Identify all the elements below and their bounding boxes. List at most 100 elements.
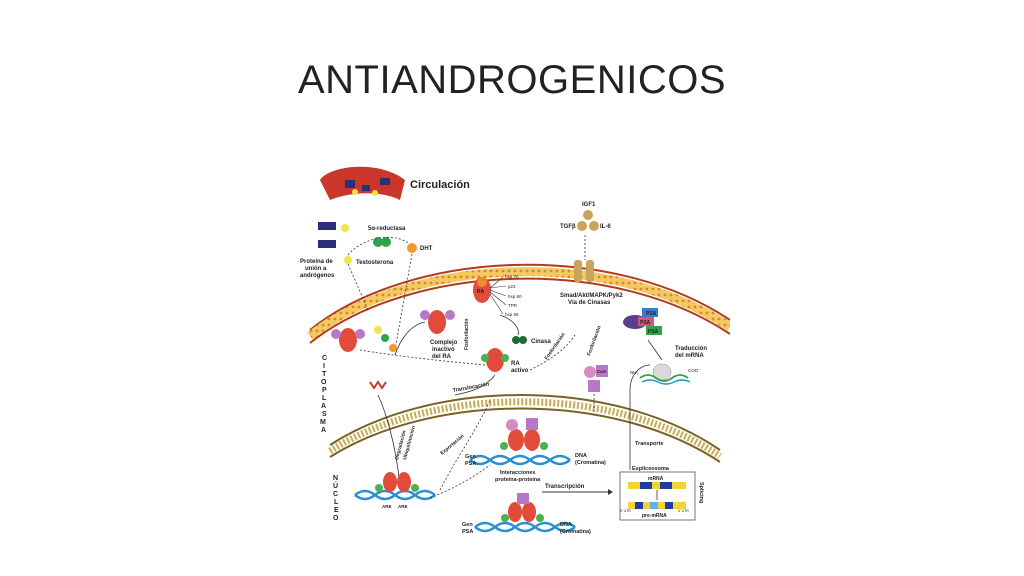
degraded-ar-icon	[369, 380, 387, 390]
svg-text:T: T	[322, 371, 327, 378]
hsp-label-4: TPR	[508, 303, 518, 308]
membrane-receptor-icon	[574, 260, 594, 282]
gen-psa-2-line-1: Gen	[462, 522, 473, 528]
nucleo-label: N Ú C L E O	[333, 475, 339, 522]
espliceosoma-label: Espliceosoma	[632, 466, 670, 472]
complejo-line-1: Complejo	[430, 340, 458, 346]
testosterona-label: Testosterona	[356, 260, 394, 266]
dna-upper-icon	[469, 454, 571, 466]
dna-left-icon	[354, 472, 436, 501]
svg-text:C: C	[333, 491, 338, 498]
svg-text:A: A	[321, 403, 326, 410]
ra-activo-line-1: RA	[511, 361, 520, 367]
psa-label-2: PSA	[640, 320, 651, 326]
dna-2-line-1: DNA	[560, 522, 572, 528]
complejo-inactivo-icon	[420, 310, 455, 334]
ra-activo-line-2: activo	[511, 368, 529, 374]
transcripcion-label: Transcripción	[545, 484, 585, 490]
hsp-label-1: hsp 70	[505, 274, 519, 279]
exportacion-label: Exportación	[439, 433, 465, 456]
proteina-union-line-1: Proteína de	[300, 259, 333, 265]
utr5-label: 5' UTR	[620, 509, 631, 513]
traduccion-line-2: del mRNA	[675, 353, 704, 359]
psa-label-1: PSA	[646, 311, 657, 317]
dht-molecule-icon	[407, 243, 417, 253]
svg-text:A: A	[321, 427, 326, 434]
cell-membrane	[307, 263, 730, 344]
hsp-label-3: hsp 90	[508, 294, 522, 299]
il6-label: IL-6	[600, 224, 611, 230]
gen-psa-1-line-2: PSA	[465, 461, 476, 467]
citoplasma-label: C I T O P L A S M A	[320, 355, 327, 434]
translocacion-label: Translocación	[452, 382, 490, 394]
hsp-label-5: hsp 56	[505, 312, 519, 317]
cinasa-icon	[512, 336, 527, 344]
psa-label-3: PSA	[648, 329, 659, 335]
ra-activo-icon	[481, 348, 509, 372]
mrna-label: mRNA	[648, 476, 664, 482]
svg-text:S: S	[322, 411, 327, 418]
via-cinasas-label: Vía de Cinasas	[568, 300, 611, 306]
gen-psa-1-line-1: Gen	[465, 454, 476, 460]
svg-text:O: O	[321, 379, 327, 386]
svg-text:Ú: Ú	[333, 481, 338, 490]
traduccion-line-1: Traducción	[675, 346, 707, 352]
transporte-label: Transporte	[635, 441, 663, 447]
tgf-label: TGFβ	[560, 224, 576, 230]
fosforilacion-label-2: Fosforilación	[544, 332, 567, 361]
green-ligand-icons	[374, 326, 397, 352]
dna-2-line-2: (Cromatina)	[560, 529, 591, 535]
proteina-union-line-2: unión a	[305, 266, 327, 272]
hsp-label-2: p23	[508, 284, 516, 289]
are-label-2: ARE	[398, 504, 408, 509]
dna-1-line-1: DNA	[575, 453, 587, 459]
cooh-label: COO⁻	[688, 368, 701, 373]
svg-text:M: M	[320, 419, 326, 426]
svg-text:C: C	[322, 355, 327, 362]
circulacion-label: Circulación	[410, 179, 470, 191]
secreted-psa-icon	[623, 308, 662, 335]
nuclear-envelope	[328, 394, 722, 463]
svg-text:I: I	[323, 363, 325, 370]
ar-left-complex-icon	[331, 328, 365, 352]
interacciones-line-1: Interacciones	[500, 470, 535, 476]
reductasa-label: 5α-reductasa	[368, 226, 406, 232]
svg-text:N: N	[333, 475, 338, 482]
testosterone-molecule-icon	[344, 256, 352, 264]
svg-text:L: L	[322, 395, 327, 402]
svg-text:L: L	[334, 499, 339, 506]
proteina-union-line-3: andrógenos	[300, 273, 335, 279]
growth-factors-icon	[577, 210, 599, 231]
svg-text:O: O	[333, 515, 339, 522]
blood-vessel	[320, 166, 405, 200]
splicing-box	[619, 471, 696, 521]
ra-label-top: RA	[477, 289, 485, 295]
coactivator-icon	[584, 365, 608, 392]
splicing-label: Splicing	[698, 482, 704, 503]
cinasa-label: Cinasa	[531, 339, 551, 345]
igf1-label: IGF1	[582, 202, 596, 208]
smad-label: Smad/Akt/MAPK/Pyk2	[560, 293, 623, 299]
interacciones-line-2: proteína-proteína	[495, 477, 541, 483]
fosforilacion-label-3: Fosforilación	[586, 325, 602, 357]
dht-label: DHT	[420, 246, 433, 252]
dna-1-line-2: (Cromatina)	[575, 460, 606, 466]
nh2-label: NH₂	[630, 370, 638, 375]
ribosome-icon	[639, 363, 691, 385]
complejo-line-2: inactivo	[432, 347, 455, 353]
androgen-receptor-pathway-diagram: Circulación Proteína de unión a andrógen…	[300, 166, 730, 535]
ar-hsp-complex-icon	[473, 277, 491, 303]
coa-label-1: CoA	[597, 369, 607, 374]
slide-title: ANTIANDROGENICOS	[297, 58, 727, 102]
gen-psa-2-line-2: PSA	[462, 529, 473, 535]
are-label-1: ARE	[382, 504, 392, 509]
ar-dimer-upper-icon	[500, 418, 548, 451]
fosforilacion-label-1: Fosforilación	[464, 319, 470, 350]
pre-mrna-label: pre-mRNA	[642, 513, 667, 519]
reductasa-enzyme-icon	[373, 237, 391, 247]
svg-text:P: P	[322, 387, 327, 394]
complejo-line-3: del RA	[432, 354, 452, 360]
svg-text:E: E	[334, 507, 339, 514]
binding-protein-icon	[318, 222, 349, 248]
utr3-label: 3' UTR	[678, 509, 689, 513]
